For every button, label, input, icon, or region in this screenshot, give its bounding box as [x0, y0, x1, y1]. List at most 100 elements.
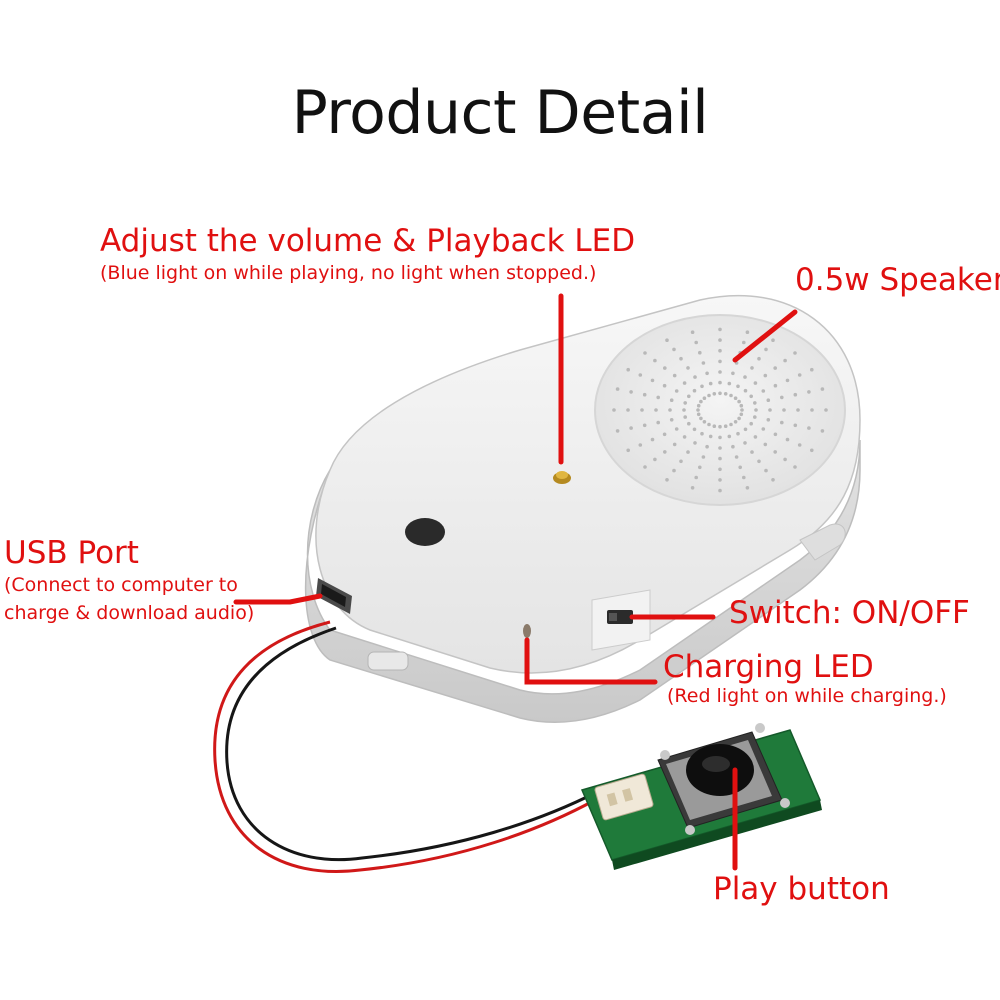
speaker-hole [736, 431, 740, 436]
charging-led-label: Charging LED [663, 649, 874, 685]
speaker-hole [653, 457, 657, 462]
speaker-hole [757, 459, 761, 464]
speaker-hole [771, 478, 775, 482]
speaker-hole [686, 450, 690, 454]
speaker-hole [731, 371, 735, 376]
speaker-hole [780, 420, 784, 425]
speaker-hole [626, 448, 630, 453]
speaker-hole [763, 373, 768, 378]
speaker-hole [643, 465, 647, 469]
speaker-hole [615, 429, 620, 433]
speaker-hole [690, 330, 695, 335]
speaker-hole [662, 432, 667, 437]
usb-port-note-2: charge & download audio) [4, 602, 255, 624]
speaker-hole [700, 431, 704, 436]
volume-led-note: (Blue light on while playing, no light w… [100, 262, 597, 284]
speaker-hole [669, 398, 674, 403]
speaker-label: 0.5w Speaker [795, 262, 1000, 298]
speaker-hole [810, 408, 814, 412]
speaker-hole [740, 408, 744, 412]
speaker-hole [745, 486, 750, 490]
wires [213, 620, 598, 873]
speaker-hole [807, 390, 811, 394]
speaker-hole [733, 420, 738, 424]
usb-port-label: USB Port [4, 535, 139, 571]
speaker-hole [768, 408, 772, 412]
speaker-hole [749, 421, 753, 426]
speaker-hole [705, 444, 709, 449]
speaker-hole [753, 415, 757, 419]
speaker-hole [687, 421, 691, 426]
speaker-hole [773, 383, 778, 388]
speaker-hole [753, 381, 758, 385]
speaker-hole [739, 403, 744, 408]
speaker-hole [698, 465, 702, 470]
speaker-hole [763, 442, 768, 447]
speaker-hole [672, 373, 677, 378]
speaker-hole [743, 375, 747, 379]
speaker-hole [693, 375, 697, 379]
speaker-hole [766, 398, 771, 403]
speaker-hole [718, 370, 722, 374]
speaker-hole [708, 381, 713, 386]
speaker-hole [750, 450, 754, 454]
speaker-hole [773, 432, 778, 437]
speaker-hole [761, 389, 766, 393]
side-slot [367, 651, 409, 671]
speaker-hole [696, 408, 700, 412]
charging-led-hole [523, 624, 531, 638]
speaker-hole [718, 359, 722, 364]
volume-led-label: Adjust the volume & Playback LED [100, 223, 636, 259]
speaker-hole [707, 422, 711, 427]
speaker-hole [824, 408, 828, 412]
speaker-hole [694, 475, 698, 480]
mounting-hole [405, 518, 445, 546]
speaker-hole [638, 373, 643, 377]
speaker-hole [731, 444, 735, 449]
speaker-grille [594, 314, 846, 506]
speaker-hole [656, 395, 660, 400]
switch-label: Switch: ON/OFF [729, 595, 970, 631]
speaker-hole [729, 422, 733, 427]
speaker-hole [696, 403, 701, 408]
speaker-hole [712, 424, 717, 429]
speaker-hole [662, 383, 667, 388]
speaker-hole [820, 429, 825, 433]
speaker-hole [718, 446, 722, 450]
speaker-hole [718, 424, 722, 429]
speaker-hole [683, 415, 687, 419]
speaker-hole [674, 427, 679, 431]
speaker-hole [718, 435, 722, 440]
speaker-hole [615, 387, 620, 391]
speaker-hole [692, 388, 697, 393]
speaker-hole [612, 408, 616, 412]
usb-port [316, 578, 352, 614]
speaker-hole [727, 434, 732, 439]
speaker-hole [810, 448, 814, 453]
speaker-hole [690, 486, 695, 490]
speaker-hole [708, 434, 713, 439]
speaker-hole [705, 371, 709, 376]
speaker-hole [687, 394, 691, 399]
speaker-hole [718, 478, 722, 482]
speaker-hole [780, 395, 784, 400]
speaker-hole [668, 408, 672, 412]
speaker-hole [793, 351, 797, 355]
speaker-hole [773, 450, 777, 454]
speaker-hole [679, 459, 683, 464]
speaker-hole [820, 387, 825, 391]
speaker-hole [682, 435, 687, 439]
usb-port-line [233, 593, 323, 605]
speaker-hole [727, 381, 732, 386]
speaker-hole [793, 423, 798, 428]
speaker-hole [733, 396, 738, 401]
speaker-hole [753, 401, 757, 405]
speaker-hole [686, 366, 690, 370]
speaker-hole [701, 455, 706, 459]
speaker-hole [699, 416, 703, 421]
speaker-hole [669, 418, 674, 422]
play-button-board [580, 723, 822, 870]
speaker-hole [785, 437, 790, 442]
speaker-hole [793, 392, 798, 397]
speaker-hole [712, 392, 717, 396]
